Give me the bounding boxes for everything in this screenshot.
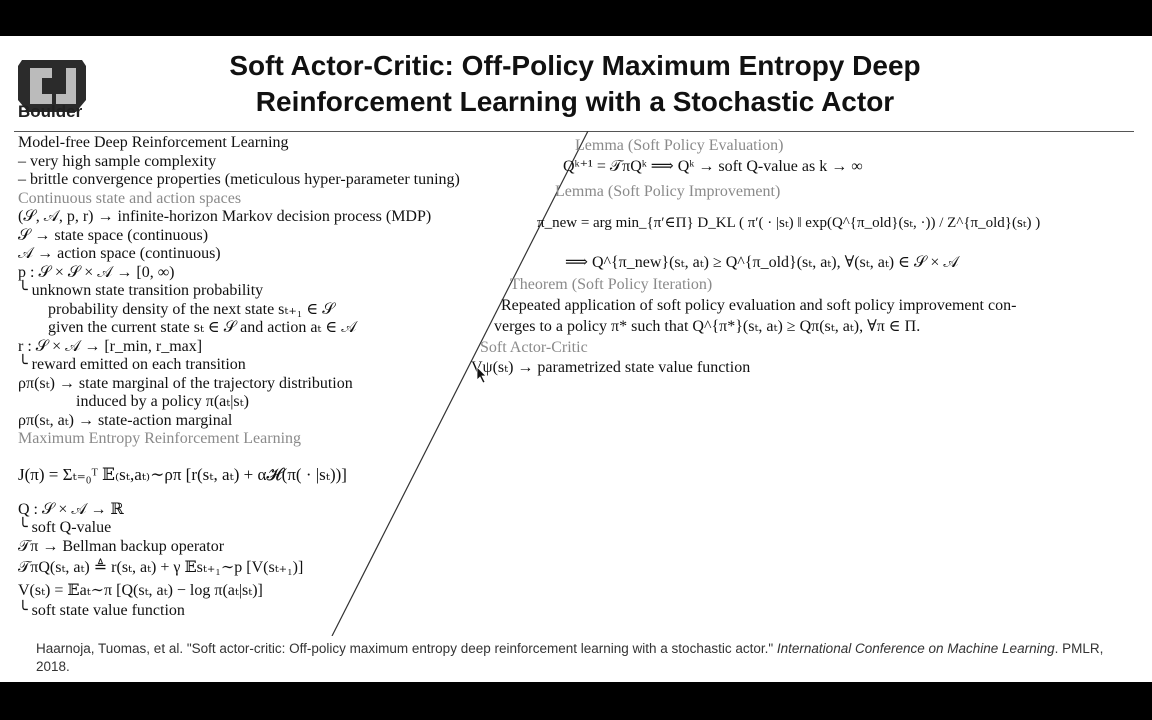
text-line: probability density of the next state sₜ…	[48, 300, 335, 318]
equation-lemma2: π_new = arg min_{π′∈Π} D_KL ( π′( · |sₜ)…	[537, 215, 1041, 231]
text-line: ╰ soft state value function	[18, 602, 185, 619]
text-line: Model-free Deep Reinforcement Learning	[18, 134, 289, 151]
logo-text: Boulder	[18, 102, 83, 121]
left-column: Model-free Deep Reinforcement Learning –…	[18, 134, 460, 621]
text-line: (𝒮, 𝒜, p, r) → infinite-horizon Markov d…	[18, 208, 432, 225]
title-line-2: Reinforcement Learning with a Stochastic…	[255, 86, 895, 117]
text-line: ╰ soft Q-value	[18, 519, 112, 536]
text-line: ρπ(sₜ, aₜ) → state-action marginal	[18, 411, 233, 429]
equation-bellman: 𝒯πQ(sₜ, aₜ) ≜ r(sₜ, aₜ) + γ 𝔼sₜ₊₁∼p [V(s…	[18, 559, 304, 576]
text-line: induced by a policy π(aₜ|sₜ)	[76, 393, 249, 410]
header-rule	[14, 131, 1134, 132]
citation: Haarnoja, Tuomas, et al. "Soft actor-cri…	[36, 640, 1126, 676]
mouse-cursor-icon	[476, 366, 487, 384]
citation-venue: International Conference on Machine Lear…	[776, 641, 1055, 656]
sac-value-line: Vψ(sₜ) → parametrized state value functi…	[471, 359, 751, 376]
diagonal-divider	[331, 131, 589, 636]
section-heading: Continuous state and action spaces	[18, 189, 242, 207]
slide: Boulder Soft Actor-Critic: Off-Policy Ma…	[0, 36, 1152, 682]
theorem-text-1: Repeated application of soft policy eval…	[501, 297, 1017, 314]
citation-text: Haarnoja, Tuomas, et al. "Soft actor-cri…	[36, 641, 777, 656]
section-heading: Maximum Entropy Reinforcement Learning	[18, 430, 302, 447]
section-heading: Lemma (Soft Policy Improvement)	[555, 183, 781, 200]
text-line: ρπ(sₜ) → state marginal of the trajector…	[18, 374, 353, 392]
equation-objective: J(π) = Σₜ₌₀ᵀ 𝔼₍sₜ,aₜ₎∼ρπ [r(sₜ, aₜ) + α𝓗…	[18, 464, 347, 484]
text-line: ╰ unknown state transition probability	[18, 282, 264, 299]
cu-boulder-logo	[18, 60, 86, 112]
text-line: p : 𝒮 × 𝒮 × 𝒜 → [0, ∞)	[18, 263, 175, 281]
section-heading: Soft Actor-Critic	[480, 339, 588, 356]
equation-value: V(sₜ) = 𝔼aₜ∼π [Q(sₜ, aₜ) − log π(aₜ|sₜ)]	[18, 582, 263, 599]
theorem-text-2: verges to a policy π* such that Q^{π*}(s…	[494, 318, 921, 335]
citation-rest: . PMLR, 2018.	[36, 641, 1104, 674]
text-line: – very high sample complexity	[18, 152, 217, 170]
equation-lemma1: Qᵏ⁺¹ = 𝒯πQᵏ ⟹ Qᵏ → soft Q-value as k → ∞	[563, 158, 863, 175]
section-heading: Lemma (Soft Policy Evaluation)	[575, 137, 784, 154]
text-line: given the current state sₜ ∈ 𝒮 and actio…	[48, 319, 357, 336]
text-line: r : 𝒮 × 𝒜 → [r_min, r_max]	[18, 337, 203, 355]
text-line: 𝒯π → Bellman backup operator	[18, 537, 225, 555]
text-line: Q : 𝒮 × 𝒜 → ℝ	[18, 500, 124, 518]
text-line: 𝒮 → state space (continuous)	[18, 226, 209, 244]
text-line: – brittle convergence properties (meticu…	[18, 171, 460, 188]
equation-lemma2-result: ⟹ Q^{π_new}(sₜ, aₜ) ≥ Q^{π_old}(sₜ, aₜ),…	[565, 254, 959, 271]
text-line: 𝒜 → action space (continuous)	[18, 245, 221, 262]
slide-title: Soft Actor-Critic: Off-Policy Maximum En…	[150, 48, 1000, 120]
text-line: ╰ reward emitted on each transition	[18, 356, 246, 373]
section-heading: Theorem (Soft Policy Iteration)	[510, 276, 713, 293]
title-line-1: Soft Actor-Critic: Off-Policy Maximum En…	[229, 50, 921, 81]
